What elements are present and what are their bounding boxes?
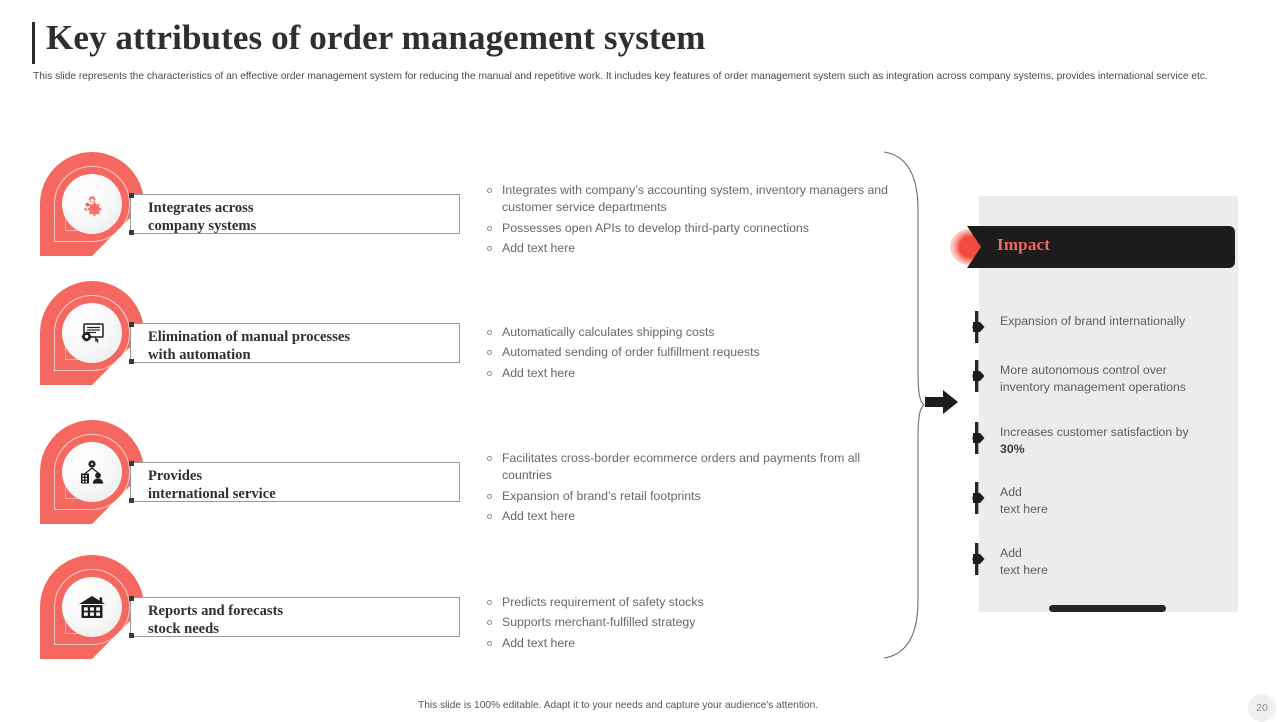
badge-ring-outer	[54, 569, 130, 645]
impact-bottom-bar	[1049, 605, 1166, 612]
bullet-item: Add text here	[478, 635, 908, 652]
flow-arrow-icon	[925, 388, 959, 416]
feature-bullet-list: Facilitates cross-border ecommerce order…	[478, 450, 908, 529]
resize-handle[interactable]	[129, 596, 134, 601]
page-title: Key attributes of order management syste…	[46, 18, 706, 57]
bullet-item: Add text here	[478, 508, 908, 525]
footer-note: This slide is 100% editable. Adapt it to…	[418, 700, 819, 711]
badge-ring-outer	[54, 434, 130, 510]
feature-icon-badge	[40, 420, 144, 524]
title-accent-rule	[32, 22, 35, 64]
bullet-item: Expansion of brand’s retail footprints	[478, 488, 908, 505]
document-gear-automation-icon	[62, 303, 122, 363]
resize-handle[interactable]	[129, 498, 134, 503]
impact-heading: Impact	[997, 235, 1051, 254]
resize-handle[interactable]	[129, 461, 134, 466]
warehouse-icon	[62, 577, 122, 637]
timeline-marker-icon	[972, 360, 985, 392]
grouping-brace	[880, 150, 926, 660]
bullet-item: Add text here	[478, 240, 908, 257]
timeline-marker-icon	[972, 422, 985, 454]
impact-item-metric: 30%	[1000, 442, 1025, 457]
page-number-badge: 20	[1248, 694, 1276, 722]
bullet-item: Add text here	[478, 365, 908, 382]
resize-handle[interactable]	[129, 193, 134, 198]
bullet-item: Integrates with company’s accounting sys…	[478, 182, 908, 217]
timeline-marker-icon	[972, 311, 985, 343]
badge-ring-outer	[54, 295, 130, 371]
badge-ring-outer	[54, 166, 130, 242]
bullet-item: Facilitates cross-border ecommerce order…	[478, 450, 908, 485]
bullet-item: Automated sending of order fulfillment r…	[478, 344, 908, 361]
resize-handle[interactable]	[129, 359, 134, 364]
timeline-marker-icon	[972, 543, 985, 575]
feature-icon-badge	[40, 555, 144, 659]
resize-handle[interactable]	[129, 230, 134, 235]
bullet-item: Possesses open APIs to develop third-par…	[478, 220, 908, 237]
impact-item-text: Expansion of brand internationally	[1000, 314, 1186, 328]
feature-icon-badge	[40, 281, 144, 385]
bullet-item: Predicts requirement of safety stocks	[478, 594, 908, 611]
impact-header-bar: Impact	[967, 226, 1235, 268]
international-network-icon	[62, 442, 122, 502]
resize-handle[interactable]	[129, 633, 134, 638]
impact-item-text: Increases customer satisfaction by 30%	[1000, 425, 1189, 457]
resize-handle[interactable]	[129, 322, 134, 327]
timeline-marker-icon	[972, 482, 985, 514]
feature-bullet-list: Integrates with company’s accounting sys…	[478, 182, 908, 261]
feature-icon-badge	[40, 152, 144, 256]
bullet-item: Automatically calculates shipping costs	[478, 324, 908, 341]
impact-item-text: More autonomous control over inventory m…	[1000, 363, 1186, 395]
page-subtitle: This slide represents the characteristic…	[33, 71, 1208, 82]
bullet-item: Supports merchant-fulfilled strategy	[478, 614, 908, 631]
gear-integration-icon	[62, 174, 122, 234]
